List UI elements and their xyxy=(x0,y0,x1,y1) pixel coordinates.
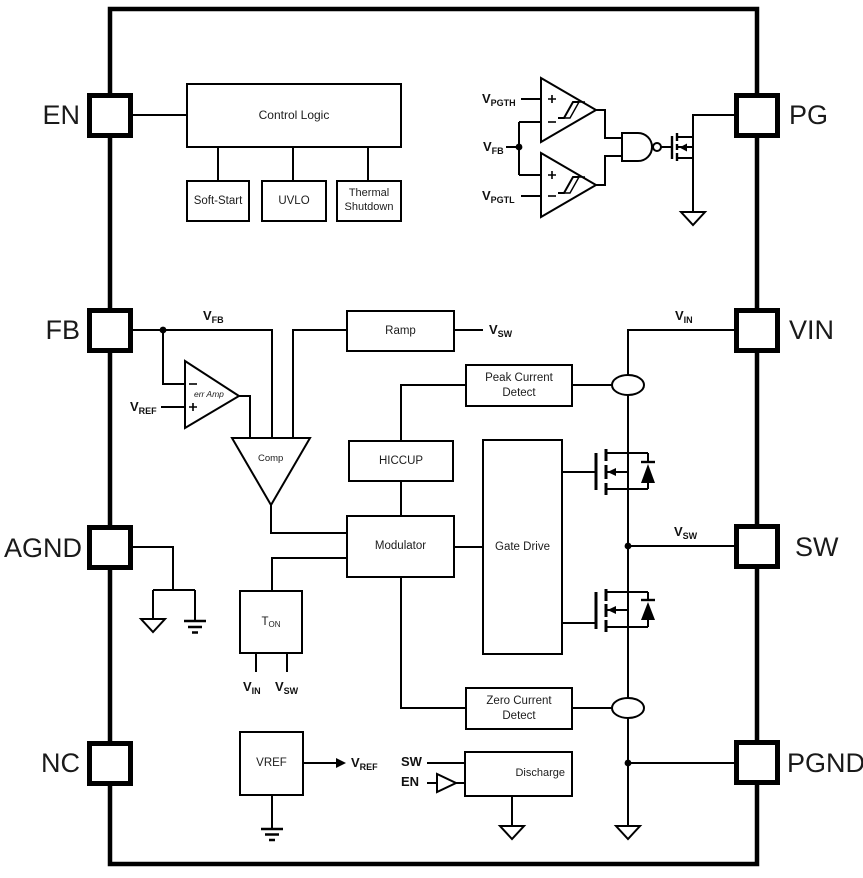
main-comparator-icon xyxy=(230,437,312,507)
gate-drive-block: Gate Drive xyxy=(482,439,563,655)
vref-label: VREF xyxy=(256,757,287,770)
pin-fb xyxy=(87,308,133,353)
high-side-body-diode-icon xyxy=(641,460,655,483)
pg-mosfet-body-arrow xyxy=(679,143,687,152)
ton-block: TON xyxy=(239,590,303,654)
low-side-body-arrow xyxy=(607,606,616,614)
en-buffer-icon xyxy=(436,772,459,794)
zero-current-detect-label: Zero Current Detect xyxy=(486,695,552,722)
signal-label-vin: VIN xyxy=(675,308,693,325)
junction-dots xyxy=(159,143,632,767)
peak-current-sense-icon xyxy=(611,374,645,396)
zero-current-sense-icon xyxy=(611,697,645,719)
low-side-body-diode-icon xyxy=(641,598,655,620)
signal-label-vpgth: VPGTH xyxy=(482,91,516,108)
signal-label-vfb: VFB xyxy=(203,308,224,325)
pin-label-fb: FB xyxy=(45,315,80,345)
comparator-signs xyxy=(548,95,556,197)
wires xyxy=(133,98,735,829)
hiccup-block: HICCUP xyxy=(348,440,454,482)
pin-label-en: EN xyxy=(42,100,80,130)
peak-current-detect-label: Peak Current Detect xyxy=(485,372,553,399)
vref-block: VREF xyxy=(239,731,304,796)
uvlo-label: UVLO xyxy=(278,194,310,207)
signal-label-vfb-pg: VFB xyxy=(483,139,504,156)
low-side-mosfet-icon xyxy=(594,589,608,632)
ic-boundary xyxy=(107,6,760,867)
vref-out-arrow xyxy=(336,758,346,768)
high-side-mosfet-icon xyxy=(594,449,608,495)
signal-label-sw-discharge: SW xyxy=(401,754,422,769)
high-side-body-arrow xyxy=(607,468,616,476)
soft-start-block: Soft-Start xyxy=(186,180,250,222)
nand-gate-icon xyxy=(621,132,662,162)
pin-nc xyxy=(87,741,133,786)
signal-label-vsw-ramp: VSW xyxy=(489,322,513,339)
modulator-label: Modulator xyxy=(374,540,427,553)
pin-sw xyxy=(734,524,780,569)
peak-current-detect-block: Peak Current Detect xyxy=(465,364,573,407)
ramp-block: Ramp xyxy=(346,310,455,352)
pin-label-vin: VIN xyxy=(789,315,835,345)
modulator-block: Modulator xyxy=(346,515,455,578)
pin-label-nc: NC xyxy=(41,748,80,778)
ton-label: TON xyxy=(261,615,281,629)
signal-ground-icons xyxy=(138,211,708,841)
discharge-block: Discharge xyxy=(464,751,573,797)
zero-current-detect-block: Zero Current Detect xyxy=(465,687,573,730)
pin-pg xyxy=(734,93,780,138)
pin-agnd xyxy=(87,525,133,570)
hiccup-label: HICCUP xyxy=(378,454,424,467)
pin-en xyxy=(87,93,133,138)
signal-label-vref-in: VREF xyxy=(130,399,157,416)
discharge-label: Discharge xyxy=(515,767,565,780)
pin-label-agnd: AGND xyxy=(4,533,83,563)
uvlo-block: UVLO xyxy=(261,180,327,222)
signal-label-vref-out: VREF xyxy=(351,755,378,772)
signal-label-vpgtl: VPGTL xyxy=(482,188,515,205)
earth-ground-icons xyxy=(184,619,283,842)
signal-label-ton-vin: VIN xyxy=(243,679,261,696)
error-amp-signs xyxy=(189,383,197,411)
signal-label-ton-vsw: VSW xyxy=(275,679,299,696)
control-logic-block: Control Logic xyxy=(186,83,402,148)
thermal-shutdown-block: Thermal Shutdown xyxy=(336,180,402,222)
soft-start-label: Soft-Start xyxy=(193,194,243,207)
pin-label-sw: SW xyxy=(795,532,839,562)
control-logic-label: Control Logic xyxy=(258,108,330,122)
pin-label-pg: PG xyxy=(789,100,829,130)
thermal-shutdown-label: Thermal Shutdown xyxy=(344,187,394,213)
pin-label-pgnd: PGND xyxy=(787,748,863,778)
pg-mosfet-icon xyxy=(670,133,679,161)
hysteresis-icons xyxy=(558,101,585,194)
ramp-label: Ramp xyxy=(385,324,416,337)
pin-pgnd xyxy=(734,740,780,785)
signal-label-en-discharge: EN xyxy=(401,774,420,789)
pin-vin xyxy=(734,308,780,353)
error-amp-label: err Amp xyxy=(194,389,224,399)
signal-label-vsw-node: VSW xyxy=(674,524,698,541)
error-amp-icon xyxy=(184,359,241,430)
main-comparator-label: Comp xyxy=(258,453,284,464)
gate-drive-label: Gate Drive xyxy=(495,540,550,553)
